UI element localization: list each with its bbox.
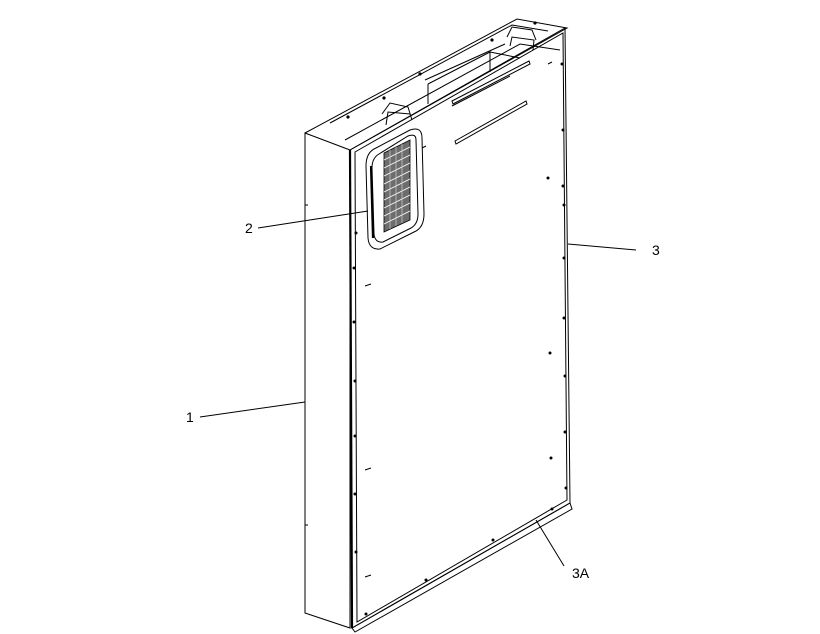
vent-grille bbox=[365, 128, 427, 250]
top-opening-right bbox=[506, 26, 537, 41]
leader-lines bbox=[199, 210, 637, 567]
leader-1 bbox=[199, 401, 306, 418]
door-outline bbox=[349, 27, 571, 629]
vent-grille-left-edge bbox=[369, 165, 375, 239]
top-opening-left-inner bbox=[385, 111, 411, 126]
top-bolt bbox=[490, 38, 494, 42]
leader-2 bbox=[257, 210, 369, 229]
vent-grille-mesh bbox=[383, 139, 411, 233]
door-slot-3 bbox=[451, 75, 511, 107]
cabinet-top-back-edge bbox=[344, 43, 561, 141]
door-inner-edge bbox=[354, 32, 568, 623]
top-opening-right-inner bbox=[509, 36, 535, 51]
callout-2: 2 bbox=[245, 220, 253, 236]
door-bottom-lip bbox=[351, 502, 573, 633]
callout-3: 3 bbox=[652, 242, 660, 258]
top-rail bbox=[424, 43, 506, 81]
vent-frame-inner bbox=[371, 134, 419, 243]
vent-latch bbox=[421, 145, 427, 149]
top-bracket bbox=[427, 51, 521, 104]
callout-1: 1 bbox=[186, 409, 194, 425]
cabinet-left-face bbox=[304, 132, 351, 629]
cabinet-top-inner-edge bbox=[329, 24, 549, 124]
callout-3a: 3A bbox=[572, 565, 590, 581]
leader-3a bbox=[535, 519, 565, 567]
side-ticks bbox=[305, 204, 308, 526]
top-bolt bbox=[346, 115, 350, 119]
door-dashes bbox=[364, 61, 553, 578]
leader-3 bbox=[567, 243, 637, 251]
vent-frame-outer bbox=[365, 128, 425, 250]
door-bolts bbox=[352, 62, 568, 616]
top-bolt bbox=[382, 96, 386, 100]
top-bolt bbox=[533, 21, 537, 25]
door-panel bbox=[348, 27, 573, 633]
top-bolt bbox=[418, 72, 422, 76]
door-slot-2 bbox=[454, 100, 528, 145]
door-slot-1 bbox=[451, 60, 531, 105]
cabinet-body bbox=[304, 18, 569, 629]
door-hinge-edge bbox=[348, 149, 354, 629]
